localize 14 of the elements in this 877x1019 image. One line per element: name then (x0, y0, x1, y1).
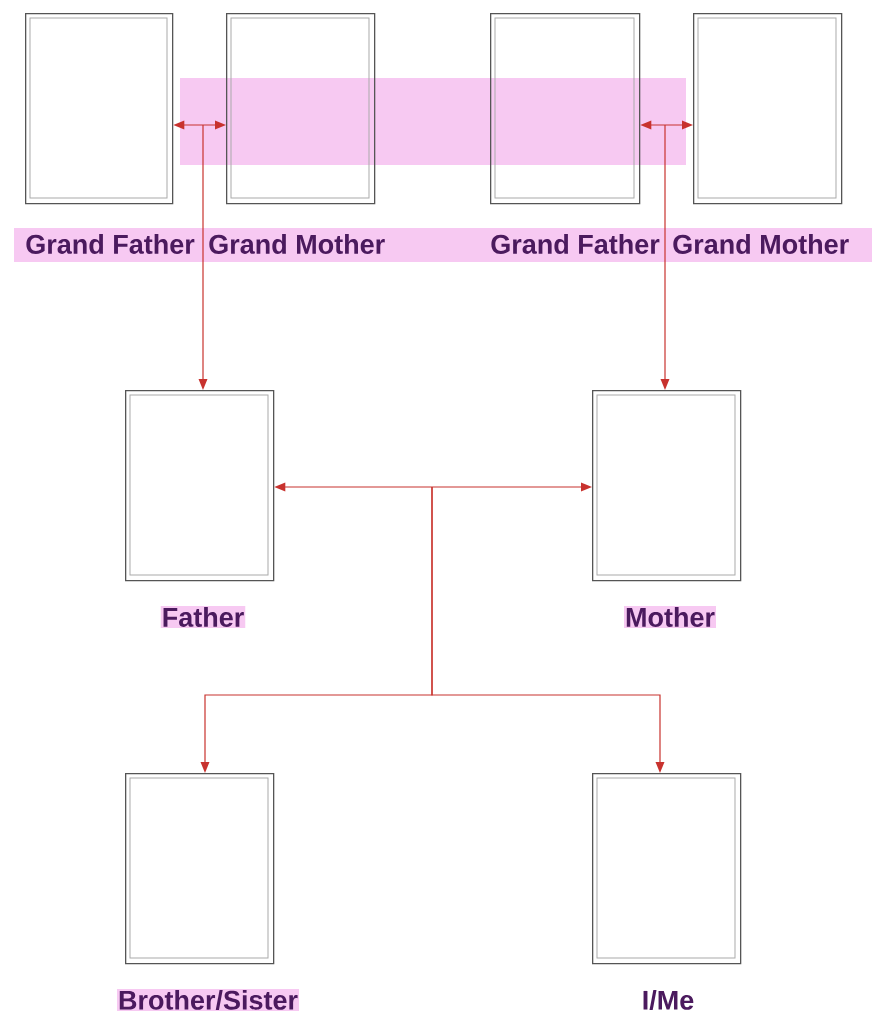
name-label: Grand Father (26, 234, 195, 254)
arrow (198, 124, 208, 390)
arrow (173, 120, 226, 130)
arrow (431, 486, 665, 773)
arrow (640, 120, 693, 130)
name-label: Mother (624, 606, 716, 628)
name-label: Grand Father (491, 234, 660, 254)
name-label: Grand Mother (673, 234, 849, 254)
name-label: Brother/Sister (116, 988, 299, 1012)
name-label: Grand Mother (209, 234, 385, 254)
name-label: I/Me (643, 989, 694, 1011)
name-label: Father (160, 606, 246, 628)
arrow (660, 124, 670, 390)
arrow (274, 482, 592, 492)
